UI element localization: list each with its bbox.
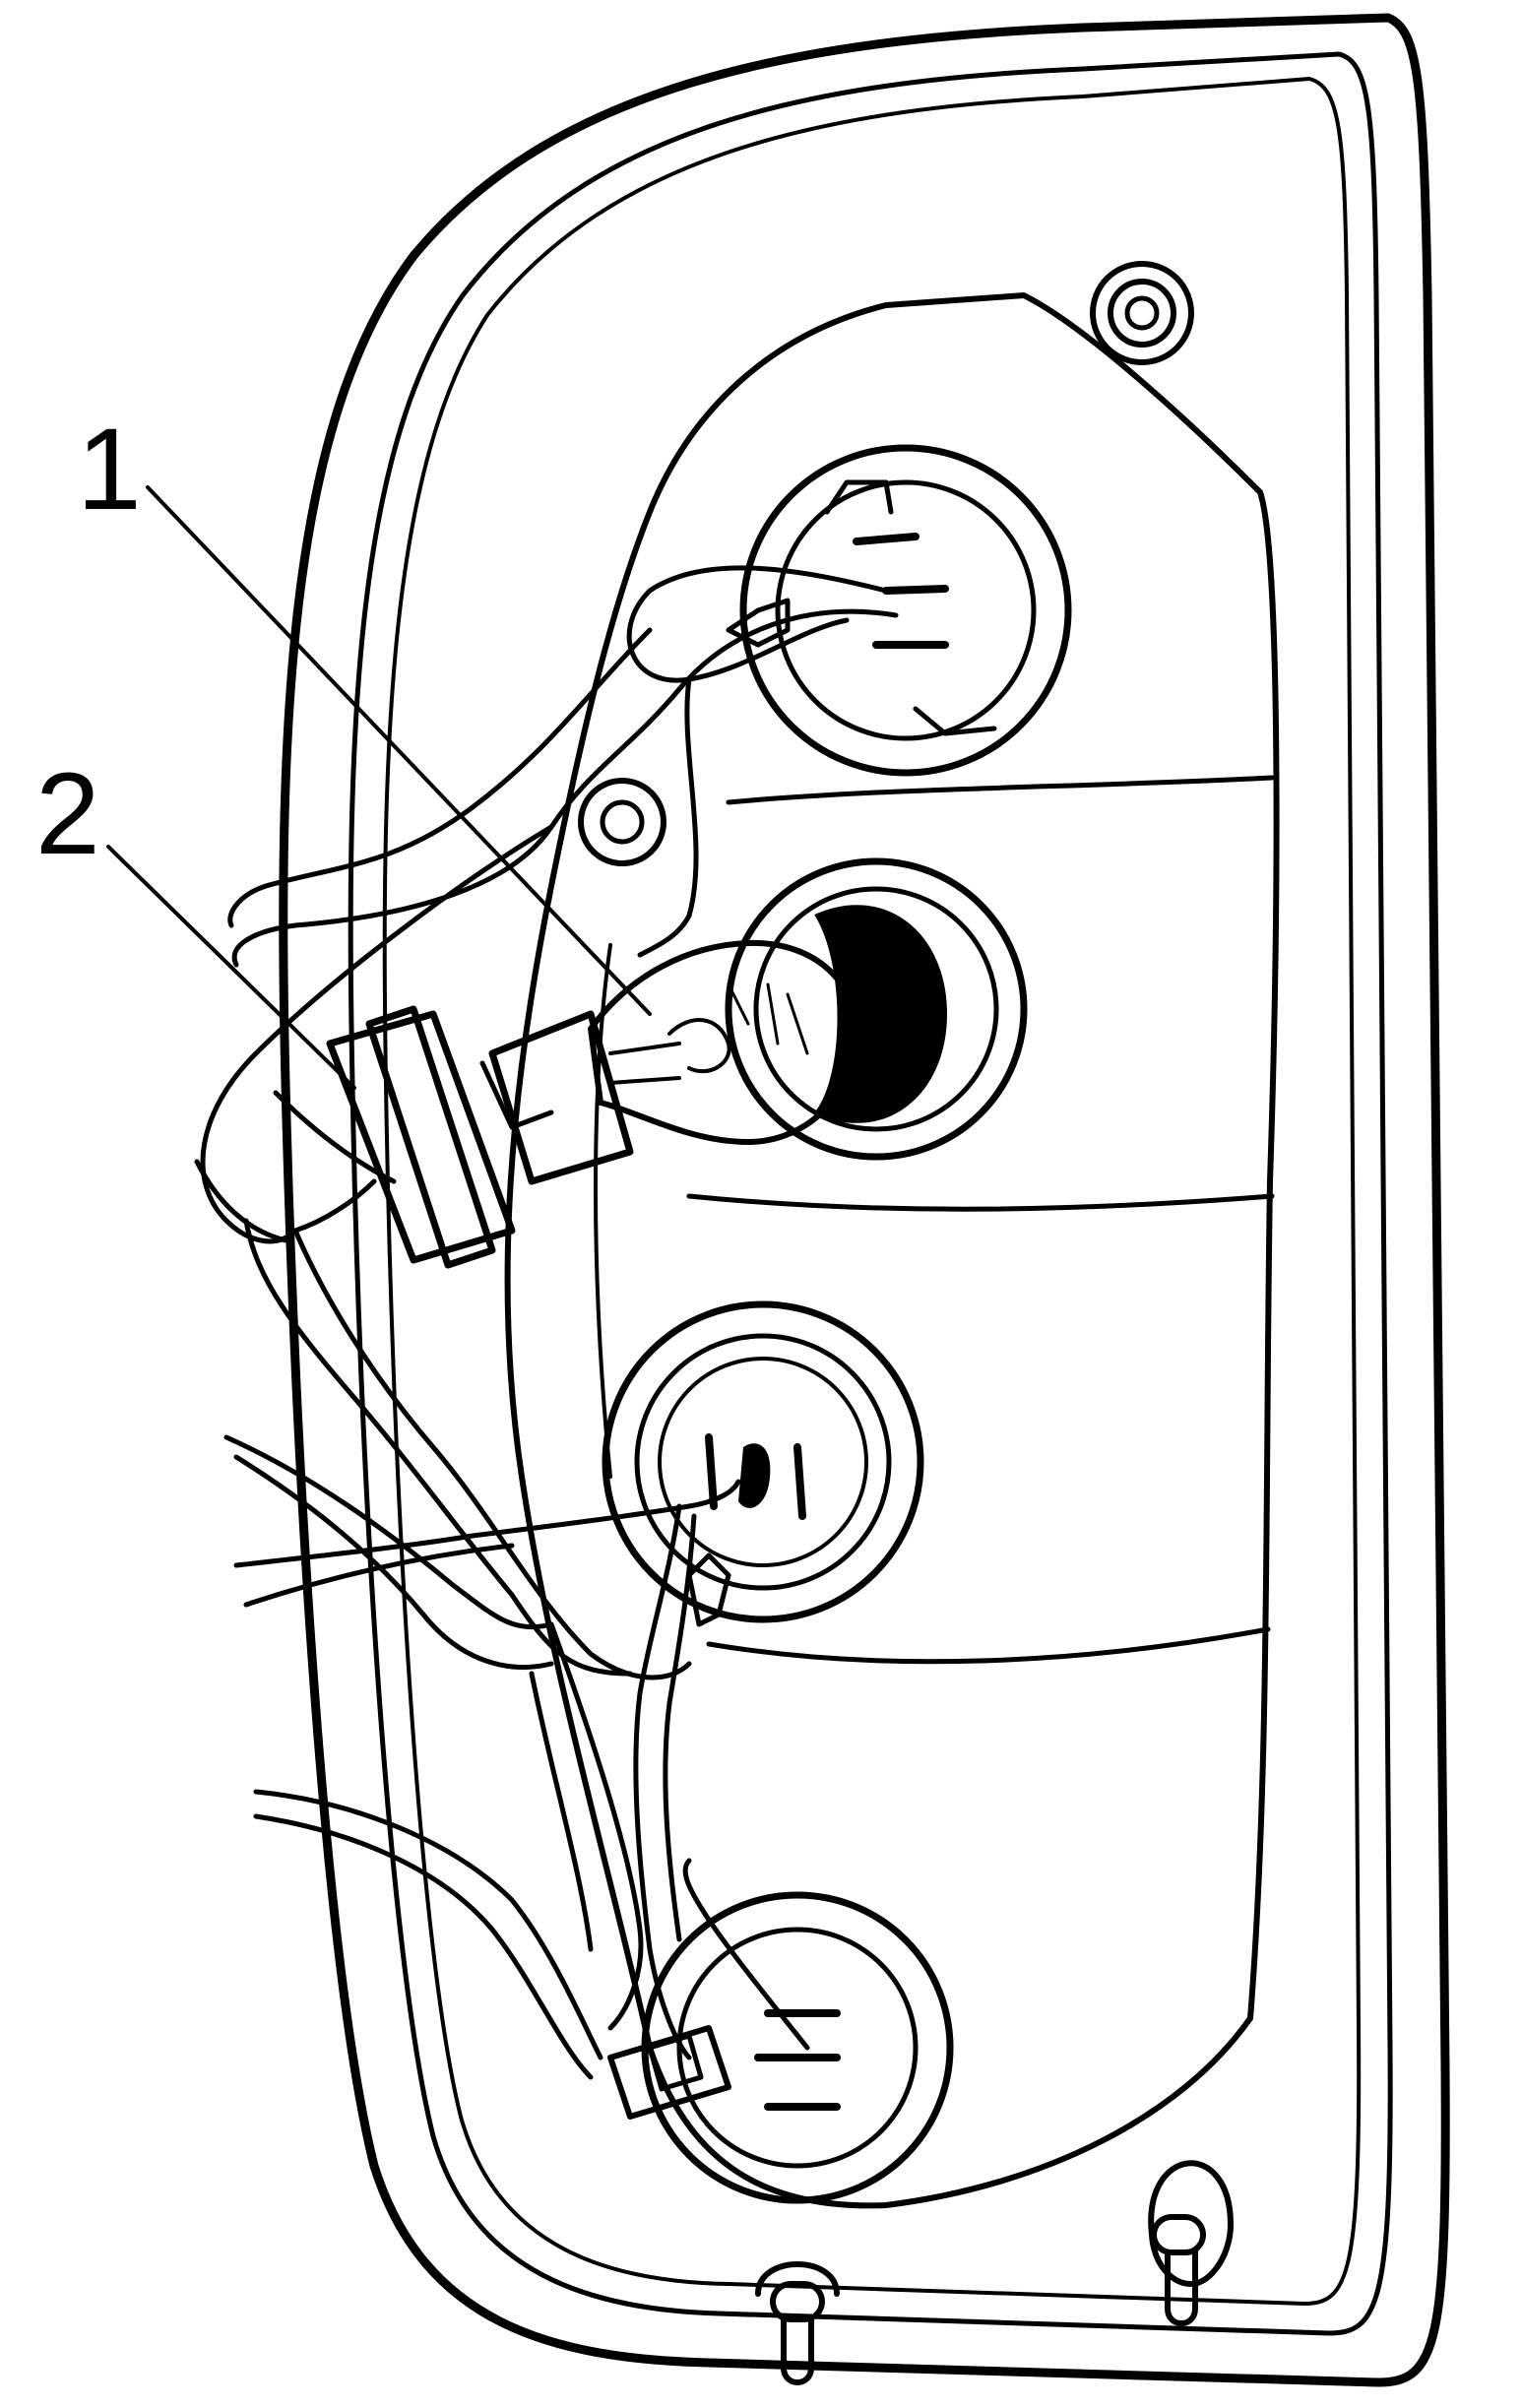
bulb-socket-bottom (607, 1891, 954, 2204)
reflector-body (504, 292, 1280, 2209)
leader-line-1 (146, 485, 652, 1016)
mounting-stud-upper-left (578, 778, 666, 866)
bulb-holder (326, 1005, 634, 1269)
mounting-stud-bottom-left (755, 2261, 840, 2385)
bulb-socket-top (739, 444, 1072, 777)
bulb (588, 939, 859, 1145)
callout-label-1: 1 (77, 405, 142, 535)
callout-label-2: 2 (35, 749, 100, 879)
mounting-stud-bottom-right (1148, 2160, 1234, 2326)
leader-line-2 (106, 845, 356, 1090)
leader-lines (106, 485, 652, 1090)
socket-opening (813, 905, 948, 1123)
mounting-stud-top (1090, 261, 1194, 365)
wiring-harness (194, 565, 899, 2080)
lamp-housing (279, 13, 1450, 2387)
bulb-socket-middle (602, 1300, 924, 1623)
